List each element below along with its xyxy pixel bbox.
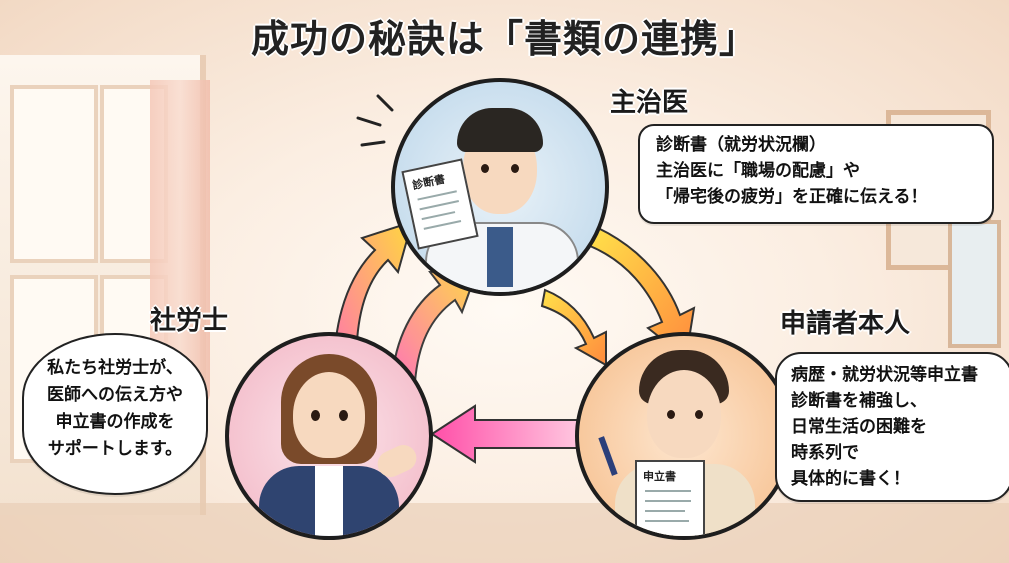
bubble-line: 診断書を補強し、	[791, 391, 927, 411]
bubble-line: 私たち社労士が、	[47, 358, 183, 378]
bubble-line: 時系列で	[791, 443, 859, 463]
eye	[511, 164, 519, 173]
diagram-title: 成功の秘訣は「書類の連携」	[250, 17, 758, 61]
sharoshi-circle	[225, 332, 433, 540]
applicant-face	[647, 370, 721, 458]
speech-bubble-doctor: 診断書（就労状況欄） 主治医に「職場の配慮」や 「帰宅後の疲労」を正確に伝える！	[638, 124, 994, 224]
window-pane	[10, 85, 98, 263]
role-label-sharoshi: 社労士	[150, 306, 229, 336]
pen-icon	[598, 436, 618, 476]
blouse	[315, 466, 343, 536]
bubble-line: 病歴・就労状況等申立書	[791, 365, 978, 385]
necktie	[487, 227, 513, 287]
speech-bubble-applicant: 病歴・就労状況等申立書 診断書を補強し、 日常生活の困難を 時系列で 具体的に書…	[775, 352, 1009, 502]
doctor-circle: 診断書	[391, 78, 609, 296]
document-label: 診断書	[411, 172, 447, 193]
bubble-line: 「帰宅後の疲労」を正確に伝える！	[656, 187, 928, 207]
eye	[311, 410, 320, 421]
applicant-circle: 申立書	[575, 332, 793, 540]
cycle-arrow	[430, 404, 591, 464]
bubble-line: 医師への伝え方や	[47, 385, 183, 405]
floor	[0, 503, 1009, 563]
eye	[339, 410, 348, 421]
bubble-line: 診断書（就労状況欄）	[656, 135, 826, 155]
role-label-doctor: 主治医	[610, 88, 689, 118]
eye	[667, 410, 675, 419]
bubble-line: 主治医に「職場の配慮」や	[656, 161, 860, 181]
role-label-applicant: 申請者本人	[780, 309, 911, 339]
statement-document: 申立書	[635, 460, 705, 536]
cycle-arrow	[540, 288, 607, 367]
speech-bubble-sharoshi: 私たち社労士が、 医師への伝え方や 申立書の作成を サポートします。	[22, 333, 208, 495]
bubble-line: 申立書の作成を	[55, 412, 175, 432]
doctor-hair	[457, 108, 543, 152]
consultant-face	[293, 372, 365, 458]
bubble-line: サポートします。	[47, 439, 183, 459]
bubble-line: 日常生活の困難を	[791, 417, 927, 437]
document-label: 申立書	[643, 470, 676, 483]
eye	[695, 410, 703, 419]
wall-frame	[948, 220, 1001, 348]
emphasis-marks	[356, 94, 394, 147]
bubble-line: 具体的に書く！	[791, 469, 910, 489]
eye	[481, 164, 489, 173]
